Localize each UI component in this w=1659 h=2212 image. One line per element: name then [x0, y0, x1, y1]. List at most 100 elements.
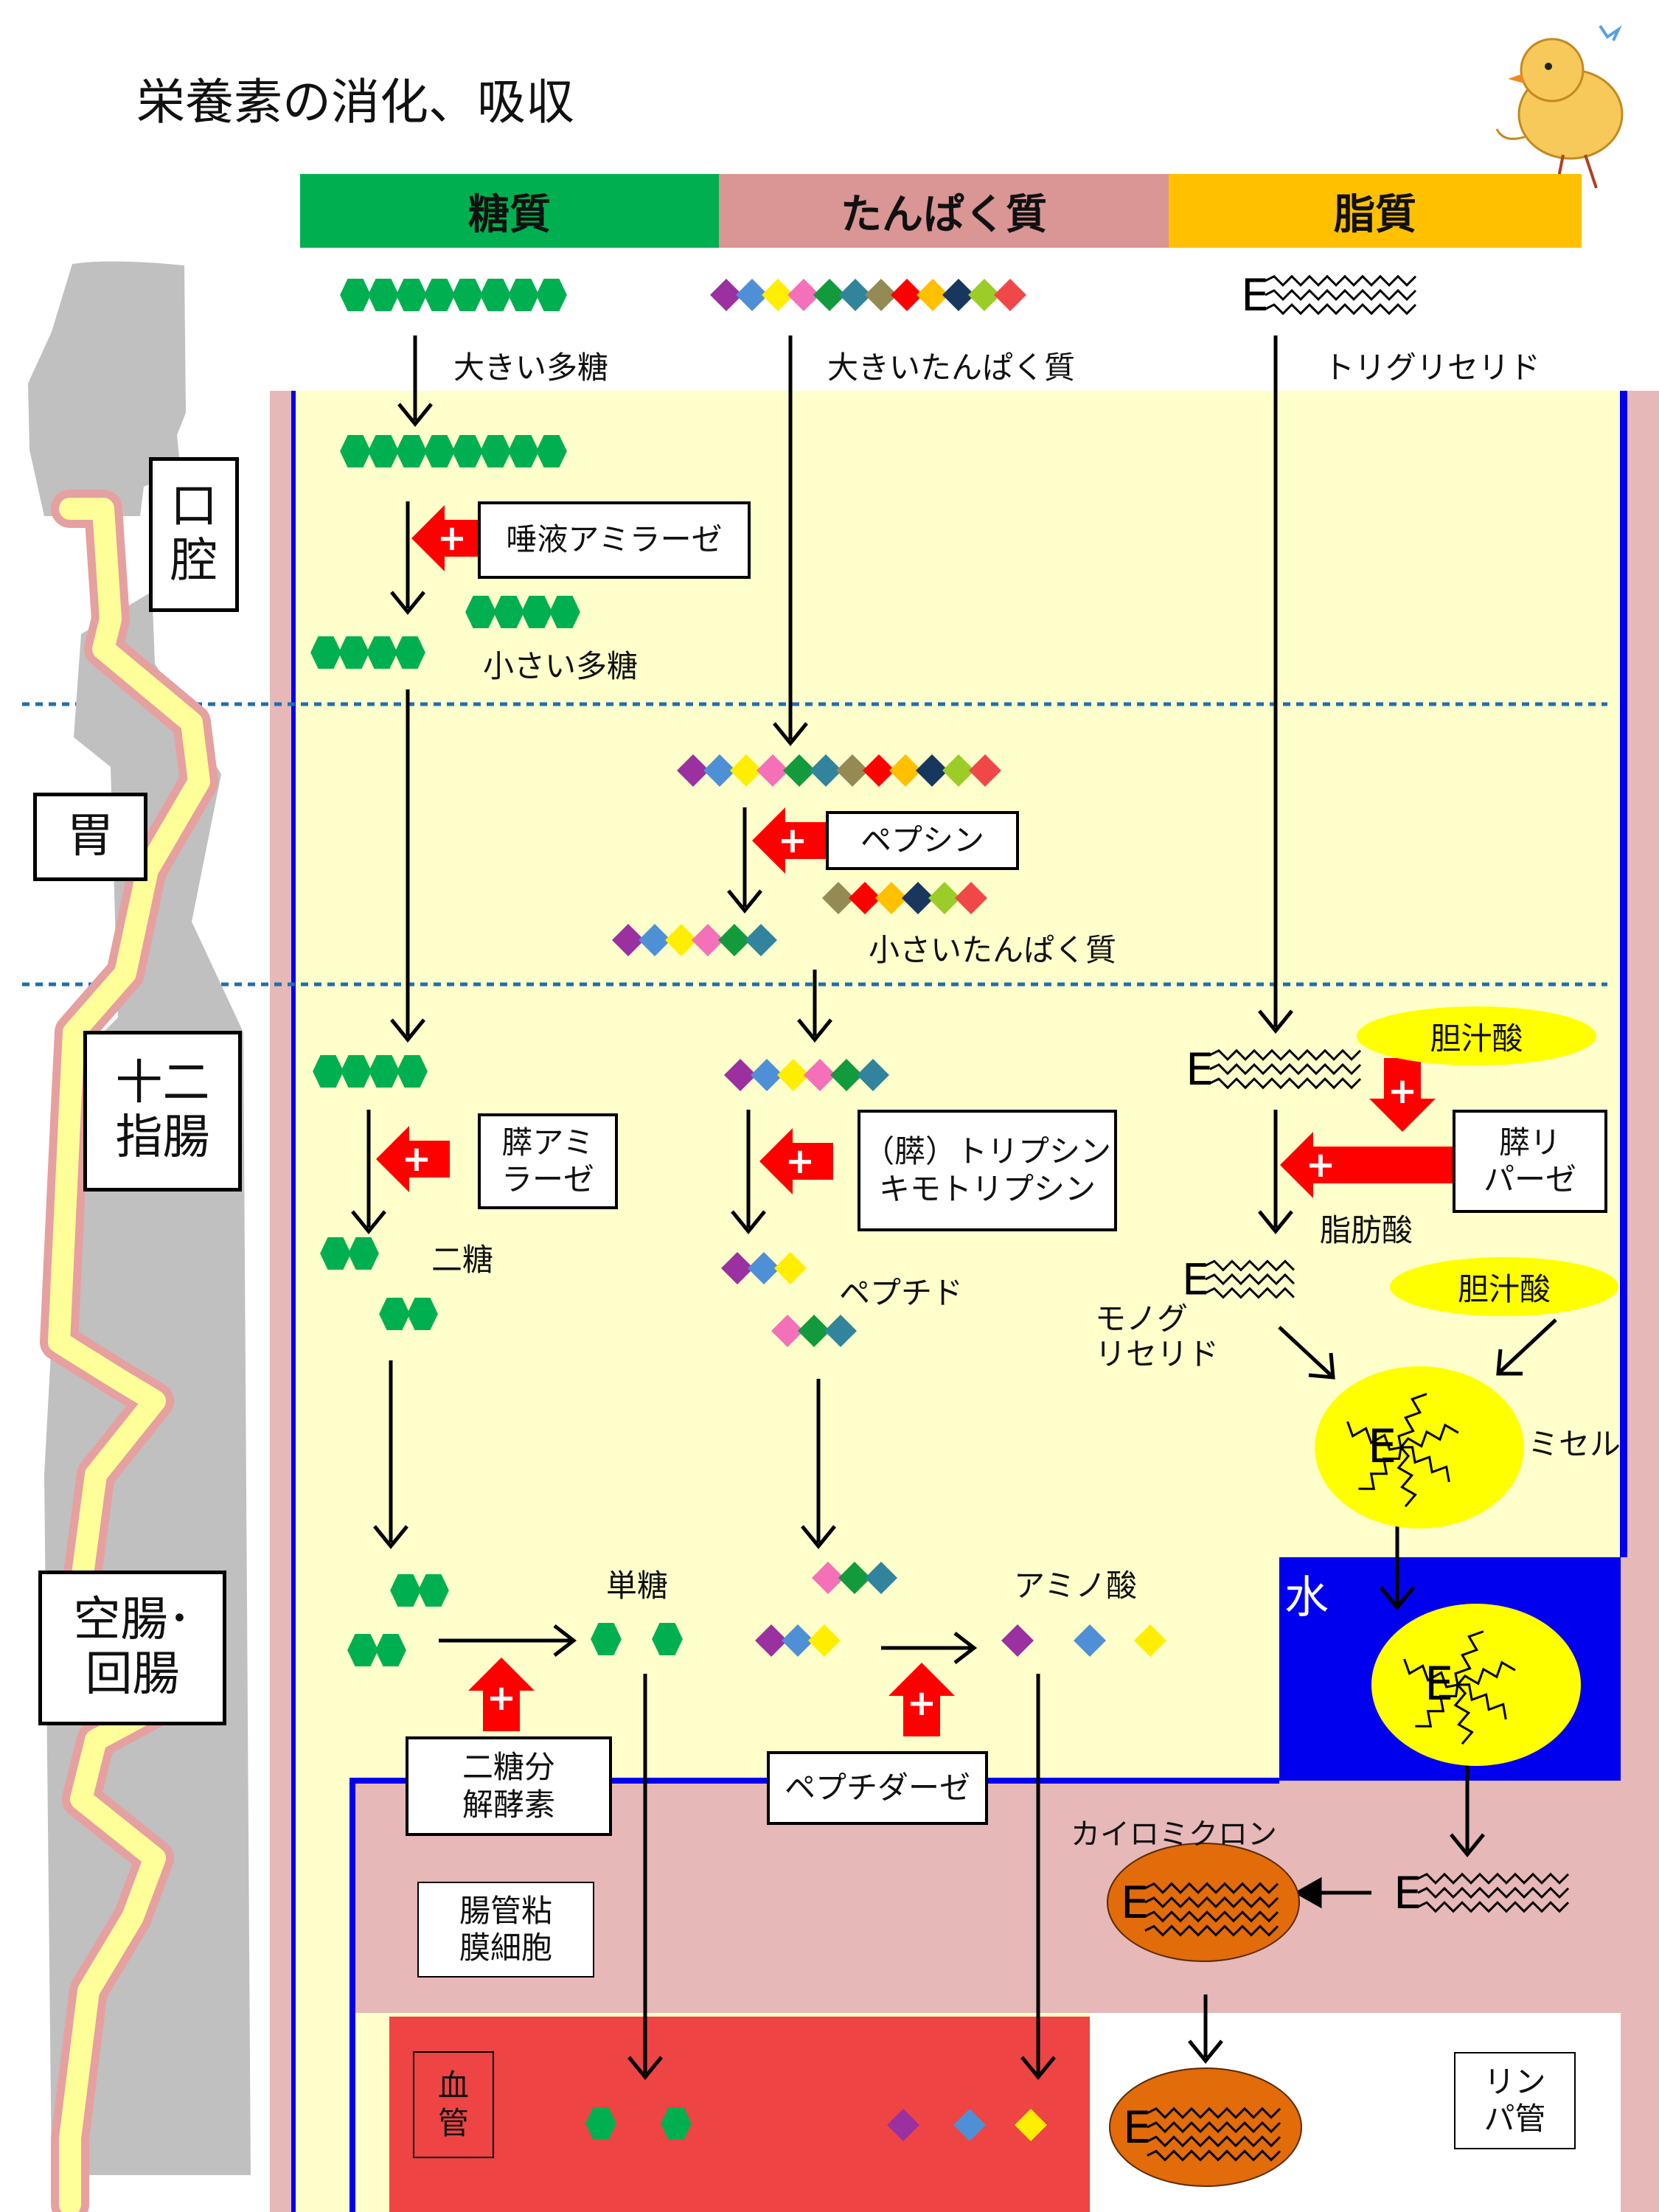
glucose-hexagon [591, 1623, 622, 1655]
glucose-hexagon [661, 2107, 692, 2140]
label-monosaccharide: 単糖 [606, 1568, 669, 1604]
amino-acid-diamond [891, 279, 923, 311]
organ-mouth: 口 腔 [149, 457, 239, 612]
trypsin-label: （膵）トリプシン [863, 1133, 1111, 1170]
label-mucosa-cell: 腸管粘 膜細胞 [417, 1882, 594, 1978]
bile-acid-1: 胆汁酸 [1357, 1006, 1596, 1065]
glucose-hexagon [396, 279, 427, 311]
enzyme-action-arrow: + [759, 1128, 833, 1194]
amino-acid-diamond [1134, 1624, 1166, 1657]
fatty-acid-chain [1265, 303, 1417, 316]
glucose-hexagon [452, 435, 483, 467]
label-water: 水 [1284, 1572, 1329, 1624]
glucose-hexagon [366, 636, 397, 669]
amino-acid-diamond [774, 1252, 807, 1284]
amino-acid-diamond [1001, 1624, 1034, 1657]
plus-sign: + [785, 1141, 815, 1182]
amino-acid-diamond [777, 1059, 810, 1091]
amino-acid-diamond [808, 1624, 841, 1657]
label-blood-vessel: 血 管 [413, 2051, 494, 2158]
glucose-hexagon [536, 435, 567, 467]
glycerol-letter: E [1123, 2102, 1151, 2154]
amino-acid-diamond [730, 754, 762, 787]
glucose-hexagon [585, 2107, 616, 2140]
plus-sign: + [907, 1683, 936, 1724]
organ-duodenum: 十二 指腸 [83, 1031, 242, 1192]
fatty-acid-chain [1205, 1259, 1295, 1272]
fatty-acid-chain [1417, 1901, 1570, 1913]
amino-acid-diamond [639, 924, 671, 956]
amino-acid-diamond [710, 279, 742, 311]
enzyme-action-arrow: + [888, 1663, 955, 1736]
enzyme-disaccharidase: 二糖分 解酵素 [406, 1736, 612, 1836]
glucose-hexagon [465, 596, 496, 628]
glucose-hexagon [340, 435, 371, 467]
amino-acid-diamond [863, 754, 895, 787]
enzyme-pancreatic-lipase: 膵リ パーゼ [1453, 1110, 1607, 1213]
glucose-hexagon [396, 435, 427, 467]
amino-acid-diamond [721, 1252, 754, 1284]
amino-acid-diamond [839, 279, 872, 311]
amino-acid-diamond [836, 754, 869, 787]
glucose-hexagon [508, 279, 539, 311]
glucose-hexagon [341, 1055, 372, 1088]
label-peptide: ペプチド [839, 1275, 964, 1311]
label-small-polysaccharide: 小さい多糖 [483, 648, 639, 684]
glucose-hexagon [348, 1237, 379, 1270]
glucose-hexagon [390, 1574, 421, 1607]
fatty-acid-chain [1205, 1287, 1295, 1299]
glucose-hexagon [368, 279, 399, 311]
amino-acid-diamond [917, 279, 949, 311]
plus-sign: + [487, 1677, 516, 1719]
amino-acid-diamond [902, 882, 934, 914]
micelle-absorbed [1371, 1604, 1581, 1766]
fatty-acid-chain [1457, 1683, 1507, 1720]
amino-acid-diamond [928, 882, 961, 914]
fatty-acid-chain [1144, 1924, 1279, 1937]
amino-acid-diamond [953, 2109, 986, 2141]
fatty-acid-chain [1400, 1446, 1450, 1483]
plus-sign: + [437, 518, 467, 559]
glucose-hexagon [493, 596, 524, 628]
glycerol-letter: E [1241, 270, 1269, 321]
glucose-hexagon [320, 1237, 351, 1270]
amino-acid-diamond [822, 882, 855, 914]
amino-acid-diamond [812, 1562, 844, 1594]
amino-acid-diamond [718, 924, 751, 956]
amino-acid-diamond [824, 1315, 857, 1347]
label-small-protein: 小さいたんぱく質 [869, 932, 1117, 968]
label-fatty-acid: 脂肪酸 [1320, 1212, 1413, 1248]
amino-acid-diamond [1015, 2109, 1047, 2141]
fatty-acid-chain [1265, 288, 1417, 302]
glycerol-letter: E [1121, 1877, 1149, 1929]
plus-sign: + [1306, 1144, 1335, 1186]
amino-acid-diamond [813, 279, 846, 311]
amino-acid-diamond [703, 754, 736, 787]
fatty-acid-chain [1415, 1684, 1459, 1728]
amino-acid-diamond [969, 754, 1001, 787]
fatty-acid-chain [1144, 1882, 1279, 1894]
label-disaccharide: 二糖 [431, 1242, 494, 1278]
amino-acid-diamond [724, 1059, 757, 1091]
enzyme-action-arrow: + [1280, 1132, 1354, 1198]
amino-acid-diamond [887, 2109, 919, 2141]
chick-illustration [1495, 24, 1624, 192]
enzyme-salivary-amylase: 唾液アミラーゼ [478, 501, 751, 579]
plus-sign: + [402, 1138, 431, 1180]
header-protein: たんぱく質 [719, 174, 1169, 248]
amino-acid-diamond [804, 1059, 836, 1091]
fatty-acid-chain [1417, 1872, 1570, 1885]
fatty-acid-chain [1209, 1077, 1362, 1090]
amino-acid-diamond [955, 882, 987, 914]
glucose-hexagon [407, 1298, 438, 1330]
enzyme-peptidase: ペプチダーゼ [767, 1751, 988, 1825]
glucose-hexagon [480, 279, 511, 311]
fatty-acid-chain [1417, 1886, 1570, 1899]
enzyme-action-arrow: + [468, 1658, 535, 1731]
amino-acid-diamond [762, 279, 794, 311]
fatty-acid-chain [1144, 1910, 1279, 1923]
glycerol-letter: E [1186, 1044, 1214, 1096]
amino-acid-diamond [865, 1562, 897, 1594]
amino-acid-diamond [916, 754, 948, 787]
